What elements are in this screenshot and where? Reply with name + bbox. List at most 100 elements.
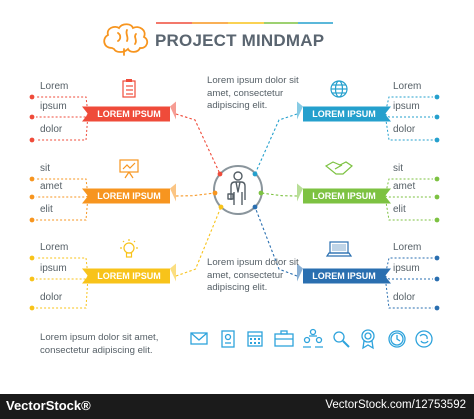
footer-text: Lorem ipsum dolor sit amet, consectetur … bbox=[40, 332, 159, 356]
leaf-label: dolor bbox=[40, 292, 63, 303]
branch-connector bbox=[175, 113, 221, 175]
branch-ribbon bbox=[82, 268, 170, 284]
leaf-connector bbox=[36, 275, 89, 309]
branch-label: LOREM IPSUM bbox=[312, 271, 376, 281]
branch-ribbon bbox=[303, 106, 391, 122]
watermark-bar: VectorStock® VectorStock.com/12753592 bbox=[0, 394, 474, 419]
leaf-dot bbox=[29, 276, 35, 282]
leaf-dot bbox=[434, 217, 440, 223]
leaf-label: ipsum bbox=[40, 101, 67, 112]
leaf-label: elit bbox=[393, 204, 406, 215]
leaf-connector bbox=[384, 113, 433, 118]
leaf-connector bbox=[36, 195, 89, 198]
envelope-icon bbox=[190, 332, 208, 345]
branches-layer: LOREM IPSUM LOREM IPSUM LOREM IPSUM LOREM I… bbox=[29, 94, 440, 311]
branch-connector bbox=[254, 206, 298, 277]
leaf-connector bbox=[384, 195, 433, 198]
leaf-dot bbox=[434, 276, 440, 282]
leaf-dot bbox=[29, 94, 35, 100]
bottom-icons-row bbox=[190, 328, 433, 350]
leaf-connector bbox=[384, 275, 433, 280]
leaf-dot bbox=[434, 94, 440, 100]
branch-ribbon bbox=[303, 188, 391, 204]
leaf-dot bbox=[29, 176, 35, 182]
ribbon-fold bbox=[170, 263, 176, 282]
ribbon-fold bbox=[297, 101, 303, 120]
handshake-icon bbox=[324, 161, 353, 175]
branch-ribbon bbox=[82, 106, 170, 122]
branch-label: LOREM IPSUM bbox=[97, 109, 161, 119]
leaf-connector bbox=[36, 195, 89, 221]
leaf-label: sit bbox=[40, 163, 50, 174]
branch-ribbon bbox=[82, 188, 170, 204]
calendar-icon bbox=[247, 331, 263, 347]
page-title: PROJECT MINDMAP bbox=[155, 31, 325, 50]
clipboard-icon bbox=[122, 79, 136, 98]
branch-label: LOREM IPSUM bbox=[312, 191, 376, 201]
branch-label: LOREM IPSUM bbox=[312, 109, 376, 119]
watermark-brand: VectorStock® bbox=[6, 398, 91, 413]
leaf-label: Lorem bbox=[40, 81, 69, 92]
leaf-connector bbox=[36, 113, 89, 141]
description-bottom: Lorem ipsum dolor sit amet, consectetur … bbox=[207, 257, 299, 293]
ribbon-fold bbox=[170, 183, 176, 202]
leaf-connector bbox=[384, 113, 433, 141]
watermark-id: VectorStock.com/12753592 bbox=[325, 399, 466, 411]
id-card-icon bbox=[221, 330, 235, 348]
leaf-dot bbox=[434, 114, 440, 120]
leaf-label: Lorem bbox=[40, 242, 69, 253]
branch-ribbon bbox=[303, 268, 391, 284]
branch-icons-layer bbox=[119, 79, 353, 258]
leaf-label: Lorem bbox=[393, 242, 422, 253]
leaf-label: ipsum bbox=[40, 263, 67, 274]
leaf-label: dolor bbox=[40, 124, 63, 135]
leaf-label: elit bbox=[40, 204, 53, 215]
ribbon-fold bbox=[297, 263, 303, 282]
leaf-dot bbox=[29, 217, 35, 223]
clock-icon bbox=[388, 330, 406, 348]
leaf-dot bbox=[29, 305, 35, 311]
branch-label: LOREM IPSUM bbox=[97, 191, 161, 201]
leaf-label: dolor bbox=[393, 292, 416, 303]
branch-connector bbox=[175, 206, 222, 277]
briefcase-icon bbox=[274, 330, 294, 347]
leaf-label: ipsum bbox=[393, 101, 420, 112]
branch-connector bbox=[254, 113, 298, 175]
leaf-dot bbox=[29, 194, 35, 200]
branch-connector bbox=[175, 192, 216, 197]
leaf-dot bbox=[434, 255, 440, 261]
businessman-icon bbox=[227, 171, 246, 205]
leaf-label: amet bbox=[393, 181, 416, 192]
team-hierarchy-icon bbox=[303, 328, 323, 348]
leaf-dot bbox=[29, 137, 35, 143]
leaf-dot bbox=[434, 194, 440, 200]
center-node bbox=[212, 165, 264, 215]
branch-label: LOREM IPSUM bbox=[97, 271, 161, 281]
leaf-connector bbox=[36, 275, 89, 280]
magnifier-icon bbox=[333, 331, 350, 348]
leaf-label: Lorem bbox=[393, 81, 422, 92]
leaf-connector bbox=[36, 113, 89, 118]
leaf-connector bbox=[384, 275, 433, 309]
refresh-globe-icon bbox=[415, 330, 433, 348]
brain-icon bbox=[103, 23, 149, 56]
description-top: Lorem ipsum dolor sit amet, consectetur … bbox=[207, 75, 299, 111]
leaf-dot bbox=[29, 255, 35, 261]
presentation-icon bbox=[119, 159, 139, 179]
leaf-label: dolor bbox=[393, 124, 416, 135]
leaf-label: sit bbox=[393, 163, 403, 174]
leaf-dot bbox=[29, 114, 35, 120]
ribbon-fold bbox=[297, 183, 303, 202]
laptop-icon bbox=[325, 241, 353, 257]
globe-icon bbox=[330, 80, 348, 98]
ribbon-fold bbox=[170, 101, 176, 120]
leaf-dot bbox=[434, 176, 440, 182]
leaf-dot bbox=[434, 137, 440, 143]
leaf-connector bbox=[384, 195, 433, 221]
award-medal-icon bbox=[361, 329, 375, 350]
branch-connector bbox=[260, 192, 298, 197]
leaf-label: ipsum bbox=[393, 263, 420, 274]
lightbulb-icon bbox=[120, 239, 138, 258]
leaf-dot bbox=[434, 305, 440, 311]
